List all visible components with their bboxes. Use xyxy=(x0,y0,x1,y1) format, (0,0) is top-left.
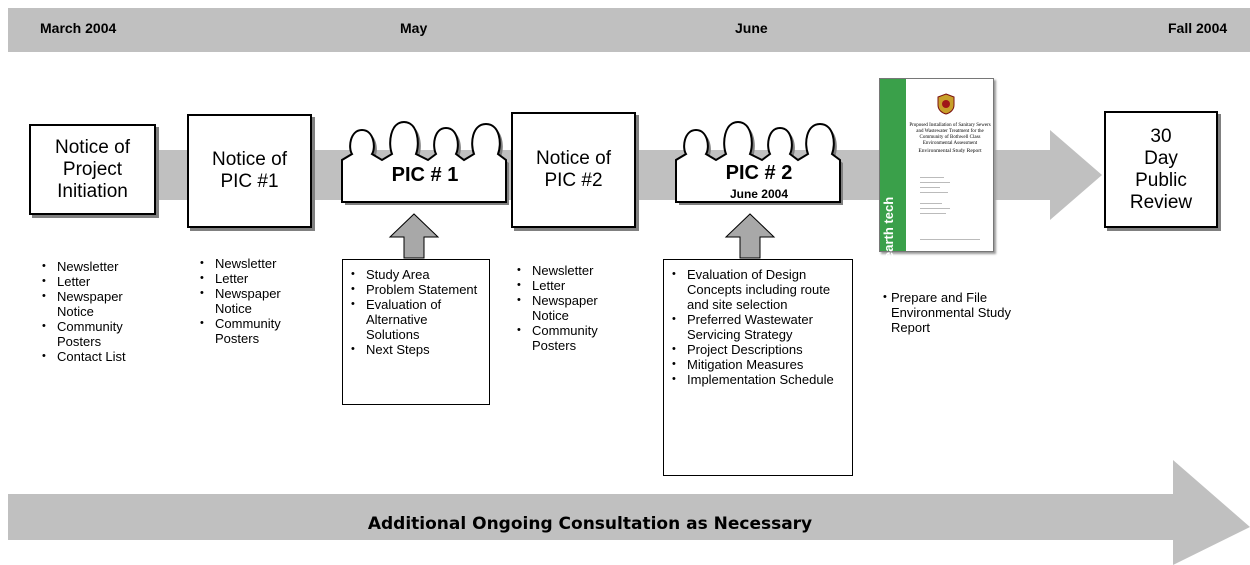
date-may: May xyxy=(400,20,428,36)
consultation-label: Additional Ongoing Consultation as Neces… xyxy=(367,514,813,534)
crest-icon xyxy=(937,93,955,115)
list-item: Contact List xyxy=(40,349,150,364)
date-fall-2004: Fall 2004 xyxy=(1168,20,1228,36)
list-item: Newspaper Notice xyxy=(515,293,625,323)
date-june: June xyxy=(735,20,768,36)
list-item: Community Posters xyxy=(40,319,150,349)
list-item: Evaluation of Design Concepts including … xyxy=(670,267,848,312)
list-item: Evaluation of Alternative Solutions xyxy=(349,297,483,342)
report-fine-print xyxy=(920,192,948,193)
list-item: Letter xyxy=(515,278,625,293)
notice-pic2-line: Notice of xyxy=(536,148,611,169)
report-fine-print xyxy=(920,208,950,209)
pic1-up-arrow xyxy=(388,213,440,259)
list-item: Community Posters xyxy=(515,323,625,353)
report-fine-print xyxy=(920,187,940,188)
notice-initiation-bullets: Newsletter Letter Newspaper Notice Commu… xyxy=(40,259,150,364)
report-fine-print xyxy=(920,203,942,204)
notice-initiation-line: Notice of xyxy=(55,136,130,158)
list-item: Mitigation Measures xyxy=(670,357,848,372)
report-fine-print xyxy=(920,182,950,183)
review-line: Day xyxy=(1144,147,1178,169)
report-cover-band: earth tech xyxy=(880,79,906,259)
list-item: Newspaper Notice xyxy=(198,286,308,316)
notice-pic1-line: Notice of xyxy=(212,149,287,170)
pic1-details-box: Study Area Problem Statement Evaluation … xyxy=(342,259,490,405)
notice-initiation-line: Project xyxy=(62,158,123,180)
list-item: Newsletter xyxy=(198,256,308,271)
pic1-people-shape xyxy=(341,120,509,205)
notice-pic2-bullets: Newsletter Letter Newspaper Notice Commu… xyxy=(515,263,625,353)
list-item: Preferred Wastewater Servicing Strategy xyxy=(670,312,848,342)
pic2-people-shape xyxy=(675,120,843,205)
list-item: Problem Statement xyxy=(349,282,483,297)
notice-pic1-bullets: Newsletter Letter Newspaper Notice Commu… xyxy=(198,256,308,346)
report-brand-logo: earth tech xyxy=(881,196,896,259)
consultation-arrow xyxy=(8,460,1250,565)
notice-pic1-box: Notice of PIC #1 xyxy=(187,114,312,228)
pic2-details-box: Evaluation of Design Concepts including … xyxy=(663,259,853,476)
pic2-up-arrow xyxy=(724,213,776,259)
list-item: Next Steps xyxy=(349,342,483,357)
list-item: Community Posters xyxy=(198,316,308,346)
list-item: Study Area xyxy=(349,267,483,282)
notice-pic2-box: Notice of PIC #2 xyxy=(511,112,636,228)
notice-initiation-line: Initiation xyxy=(57,180,128,202)
list-item: Newsletter xyxy=(40,259,150,274)
report-cover-image: earth tech Proposed Installation of Sani… xyxy=(879,78,994,259)
list-item: Prepare and File Environmental Study Rep… xyxy=(881,290,1011,335)
report-fine-print xyxy=(920,239,980,240)
review-line: Review xyxy=(1129,191,1193,213)
review-line: Public xyxy=(1135,169,1187,191)
report-cover-title: Proposed Installation of Sanitary Sewers… xyxy=(909,123,991,146)
list-item: Newspaper Notice xyxy=(40,289,150,319)
report-fine-print xyxy=(920,213,946,214)
report-fine-print xyxy=(920,177,944,178)
list-item: Newsletter xyxy=(515,263,625,278)
public-review-box: 30 Day Public Review xyxy=(1104,111,1218,228)
notice-pic1-line: PIC #1 xyxy=(220,171,279,192)
list-item: Implementation Schedule xyxy=(670,372,848,387)
pic2-bullets: Evaluation of Design Concepts including … xyxy=(670,267,848,387)
list-item: Project Descriptions xyxy=(670,342,848,357)
review-line: 30 xyxy=(1150,125,1172,147)
pic2-date-label: June 2004 xyxy=(729,187,789,201)
notice-pic2-line: PIC #2 xyxy=(544,170,603,191)
pic2-label: PIC # 2 xyxy=(725,162,793,184)
report-cover-subtitle: Environmental Study Report xyxy=(918,148,982,154)
timeline-bar xyxy=(8,8,1250,52)
notice-project-initiation-box: Notice of Project Initiation xyxy=(29,124,156,215)
date-march-2004: March 2004 xyxy=(40,20,117,36)
pic1-bullets: Study Area Problem Statement Evaluation … xyxy=(349,267,483,357)
report-bullets: Prepare and File Environmental Study Rep… xyxy=(881,290,1011,335)
list-item: Letter xyxy=(198,271,308,286)
pic1-label: PIC # 1 xyxy=(391,164,459,186)
list-item: Letter xyxy=(40,274,150,289)
